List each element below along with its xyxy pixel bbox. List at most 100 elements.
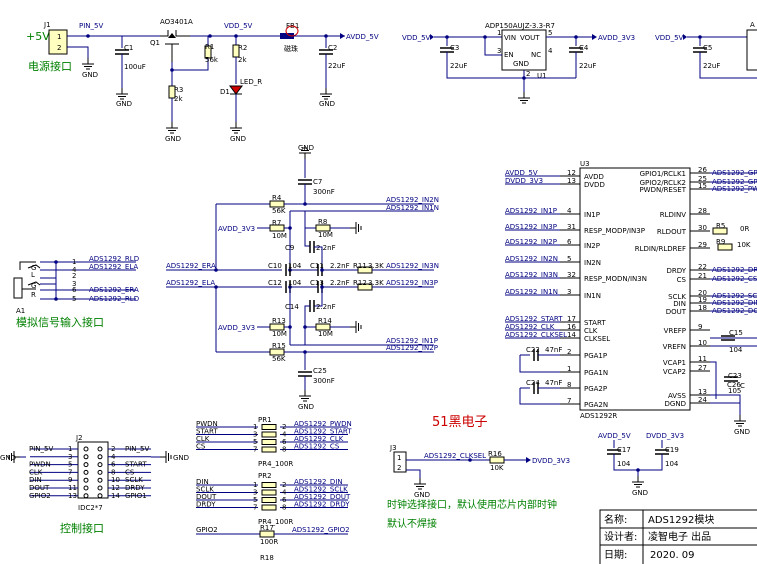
u3-left-net: DVDD_3V3 [505,177,543,185]
svg-text:PR4_100R: PR4_100R [258,460,293,468]
pr-in-net: DRDY [196,501,216,509]
j2-right-net: PIN_5V [125,445,149,453]
u3-pin-label: PGA2N [584,401,608,409]
svg-text:5: 5 [72,295,76,303]
svg-text:2: 2 [57,44,61,52]
svg-text:GND: GND [116,100,132,108]
pr-in-net: SCLK [196,486,214,494]
j2-pin-num: 5 [68,461,72,469]
u3-pin-num: 13 [567,177,576,185]
svg-text:GND: GND [319,100,335,108]
u3-pin-num: 29 [698,241,707,249]
svg-text:R3: R3 [174,86,183,94]
svg-text:22uF: 22uF [579,62,596,70]
u3-pin-label: PWDN/RESET [639,186,686,194]
svg-text:56k: 56k [205,56,219,64]
j2-pin-num: 11 [68,484,77,492]
svg-text:R18: R18 [260,554,274,562]
svg-text:R7: R7 [272,219,281,227]
svg-text:2: 2 [72,272,76,280]
svg-text:D1: D1 [220,88,230,96]
j2-pin-num: 1 [68,445,72,453]
svg-text:R12: R12 [353,279,367,287]
u3-pin-label: START [584,319,606,327]
regulator-section: VDD_5V ADP150AUJZ-3.3-R7 VIN VOUT EN NC … [402,22,635,104]
svg-text:3: 3 [72,280,76,288]
svg-text:C22: C22 [526,346,540,354]
u3-pin-num: 15 [698,182,707,190]
svg-text:1: 1 [497,29,501,37]
j3-connector [393,451,407,473]
bypass-section: AVDD_5V DVDD_3V3 C17 104 C19 104 GND [598,432,684,497]
u3-pin-label: IN2P [584,242,600,250]
u3-left-net: ADS1292_CLKSEL [505,331,567,339]
u3-pin-num: 14 [567,331,576,339]
pr-pin: 4 [282,431,287,439]
svg-text:J2: J2 [75,434,83,442]
svg-text:GND: GND [513,60,529,68]
svg-text:C17: C17 [617,446,631,454]
u3-pin-label: RLDOUT [657,228,687,236]
svg-text:R9: R9 [716,238,725,246]
svg-text:DVDD_3V3: DVDD_3V3 [646,432,684,440]
u3-pin-num: 8 [567,381,571,389]
pr-out-net: ADS1292_PWDN [294,420,352,428]
pr-pin: 5 [253,496,257,504]
svg-text:5: 5 [548,29,552,37]
svg-text:GND: GND [165,135,181,143]
svg-text:C2: C2 [328,44,337,52]
u3-pin-num: 24 [698,396,707,404]
u3-pin-num: 17 [567,315,576,323]
pr-pin: 6 [282,496,287,504]
ads1292r-chip [579,167,691,411]
u3-pin-num: 7 [567,397,571,405]
svg-text:ADS1292_IN1P: ADS1292_IN1P [386,337,438,345]
u3-left-net: ADS1292_IN3P [505,223,557,231]
pr-in-net: CLK [196,435,210,443]
u3-pin-label: VREFP [664,327,686,335]
u3-right-net: ADS1292_DIN [712,299,757,307]
u3-pin-num: 18 [698,304,707,312]
j2-right-net: DRDY [125,484,145,492]
u3-pin-label: DIN [673,300,686,308]
svg-text:AVDD_3V3: AVDD_3V3 [598,34,635,42]
u3-pin-num: 11 [698,355,707,363]
svg-text:R17: R17 [260,524,274,532]
svg-text:104: 104 [729,346,743,354]
svg-text:G: G [31,282,36,290]
pr-pin: 3 [253,489,257,497]
u3-pin-num: 9 [698,323,702,331]
svg-text:PR1: PR1 [258,416,272,424]
ela-net: ADS1292_ELA [166,279,215,287]
svg-text:GND: GND [414,491,430,499]
u3-pin-label: DGND [665,400,686,408]
pr-in-net: START [196,428,218,436]
u3-pin-num: 1 [567,365,571,373]
svg-text:C5: C5 [703,44,712,52]
svg-text:C26: C26 [727,381,741,389]
svg-text:GND: GND [632,489,648,497]
svg-text:3.3K: 3.3K [368,262,384,270]
u3-pin-label: CS [677,276,687,284]
u3-pin-label: SCLK [668,293,686,301]
svg-text:G: G [31,264,36,272]
svg-text:10M: 10M [272,232,287,240]
svg-text:1: 1 [57,33,61,41]
u3-pin-num: 16 [567,323,576,331]
u3-pin-label: DOUT [666,308,687,316]
pr-pin: 4 [282,489,287,497]
pr-out-net: ADS1292_DOUT [294,493,351,501]
svg-text:10M: 10M [318,231,333,239]
j2-pin-num: 12 [111,484,120,492]
svg-text:VDD_5V: VDD_5V [655,34,684,42]
svg-text:2k: 2k [238,56,247,64]
svg-text:47nF: 47nF [545,346,562,354]
svg-text:3: 3 [497,47,501,55]
svg-text:VOUT: VOUT [520,34,540,42]
u3-pin-label: VCAP1 [663,359,686,367]
mosfet-part: AO3401A [160,18,193,26]
svg-text:2k: 2k [174,95,183,103]
clock-note: 时钟选择接口，默认使用芯片内部时钟 [387,498,557,511]
svg-text:C25: C25 [313,367,327,375]
u3-pin-label: IN2N [584,259,601,267]
